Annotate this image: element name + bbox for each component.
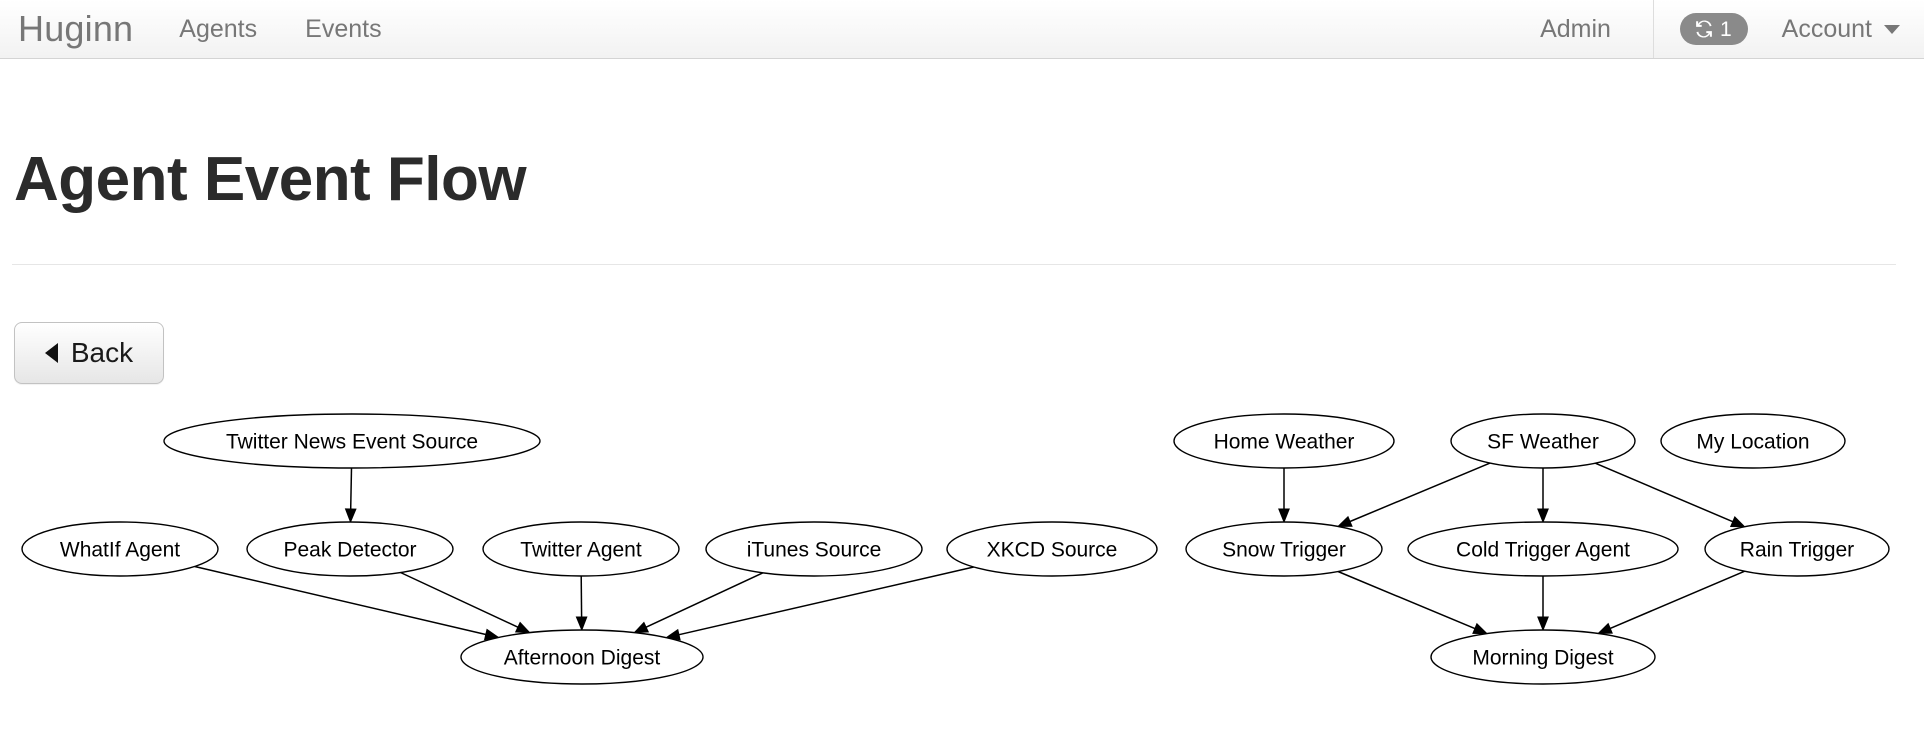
graph-edge-arrowhead [1278,508,1290,524]
graph-node-sf-weather[interactable]: SF Weather [1450,413,1636,469]
graph-edge-arrowhead [1596,622,1613,635]
graph-edge-arrowhead [575,616,588,632]
back-button-label: Back [70,337,134,368]
status-badge-count: 1 [1719,17,1732,41]
chevron-down-icon [1884,24,1900,34]
graph-node-label: Morning Digest [1472,647,1613,670]
graph-node-cold-trigger-agent[interactable]: Cold Trigger Agent [1407,521,1679,577]
graph-edge-arrowhead [514,621,531,634]
graph-node-itunes-source[interactable]: iTunes Source [705,521,923,577]
graph-edge [1337,570,1476,630]
graph-node-label: Cold Trigger Agent [1456,539,1630,562]
graph-node-shape [1185,521,1383,577]
graph-node-shape [246,521,454,577]
graph-node-label: Twitter Agent [520,539,642,562]
back-button[interactable]: Back [14,322,164,384]
graph-node-label: My Location [1696,431,1809,454]
nav-link-agents[interactable]: Agents [179,14,258,43]
graph-edge-arrowhead [1472,622,1489,635]
chevron-left-icon [44,343,58,363]
graph-node-rain-trigger[interactable]: Rain Trigger [1704,521,1890,577]
graph-node-peak-detector[interactable]: Peak Detector [246,521,454,577]
graph-edge-arrowhead [1537,508,1549,524]
graph-node-label: Rain Trigger [1740,539,1854,562]
graph-node-label: Peak Detector [283,539,416,562]
graph-edge [678,566,974,636]
graph-node-label: SF Weather [1487,431,1599,454]
graph-node-label: Home Weather [1214,431,1355,454]
account-menu[interactable]: Account [1774,0,1924,58]
graph-node-afternoon-digest[interactable]: Afternoon Digest [460,629,704,685]
worker-status-badge-wrap[interactable]: 1 [1654,0,1774,58]
graph-edge [400,571,519,628]
graph-edges [194,462,1746,641]
graph-node-my-location[interactable]: My Location [1660,413,1846,469]
graph-node-shape [1407,521,1679,577]
graph-node-shape [21,521,219,577]
graph-edge-arrowhead [1336,515,1353,528]
page-body: Agent Event Flow Back Twitter News Event… [0,59,1924,754]
nav-link-admin[interactable]: Admin [1540,14,1611,43]
graph-node-twitter-news-event-source[interactable]: Twitter News Event Source [163,413,541,469]
page-title: Agent Event Flow [14,145,527,214]
graph-node-label: Afternoon Digest [504,647,661,670]
brand-logo-huginn[interactable]: Huginn [18,8,134,49]
graph-node-shape [705,521,923,577]
account-menu-label: Account [1781,14,1872,43]
graph-node-whatif-agent[interactable]: WhatIf Agent [21,521,219,577]
graph-edge [194,565,486,636]
graph-edge [1595,462,1734,523]
graph-edge [645,572,764,628]
graph-node-label: Snow Trigger [1222,539,1346,562]
top-navbar: Huginn Agents Events Admin 1 Account [0,0,1924,59]
graph-node-label: Twitter News Event Source [226,431,478,454]
graph-node-shape [1173,413,1395,469]
graph-node-morning-digest[interactable]: Morning Digest [1430,629,1656,685]
graph-node-label: WhatIf Agent [60,539,180,562]
graph-edge-arrowhead [633,621,650,634]
graph-node-shape [163,413,541,469]
graph-edge [1349,462,1491,523]
graph-node-home-weather[interactable]: Home Weather [1173,413,1395,469]
graph-edge [1609,570,1745,630]
graph-node-shape [460,629,704,685]
graph-edge-arrowhead [1537,616,1549,632]
navbar-divider [1652,0,1654,58]
graph-node-shape [1660,413,1846,469]
status-badge[interactable]: 1 [1679,13,1748,45]
navbar-right-group: Admin 1 Account [1508,0,1924,58]
graph-node-shape [1430,629,1656,685]
graph-edge-arrowhead [344,508,357,524]
graph-node-shape [1704,521,1890,577]
title-divider [12,264,1896,265]
graph-node-snow-trigger[interactable]: Snow Trigger [1185,521,1383,577]
graph-node-shape [1450,413,1636,469]
graph-edge-arrowhead [1729,516,1746,528]
graph-edge [349,467,353,510]
graph-node-twitter-agent[interactable]: Twitter Agent [482,521,680,577]
graph-node-label: iTunes Source [747,539,882,562]
sync-icon [1693,18,1715,40]
graph-node-shape [946,521,1158,577]
graph-node-xkcd-source[interactable]: XKCD Source [946,521,1158,577]
nav-link-events[interactable]: Events [305,14,382,43]
graph-node-shape [482,521,680,577]
navbar-left-group: Huginn Agents Events [0,0,406,58]
graph-node-label: XKCD Source [987,539,1118,562]
